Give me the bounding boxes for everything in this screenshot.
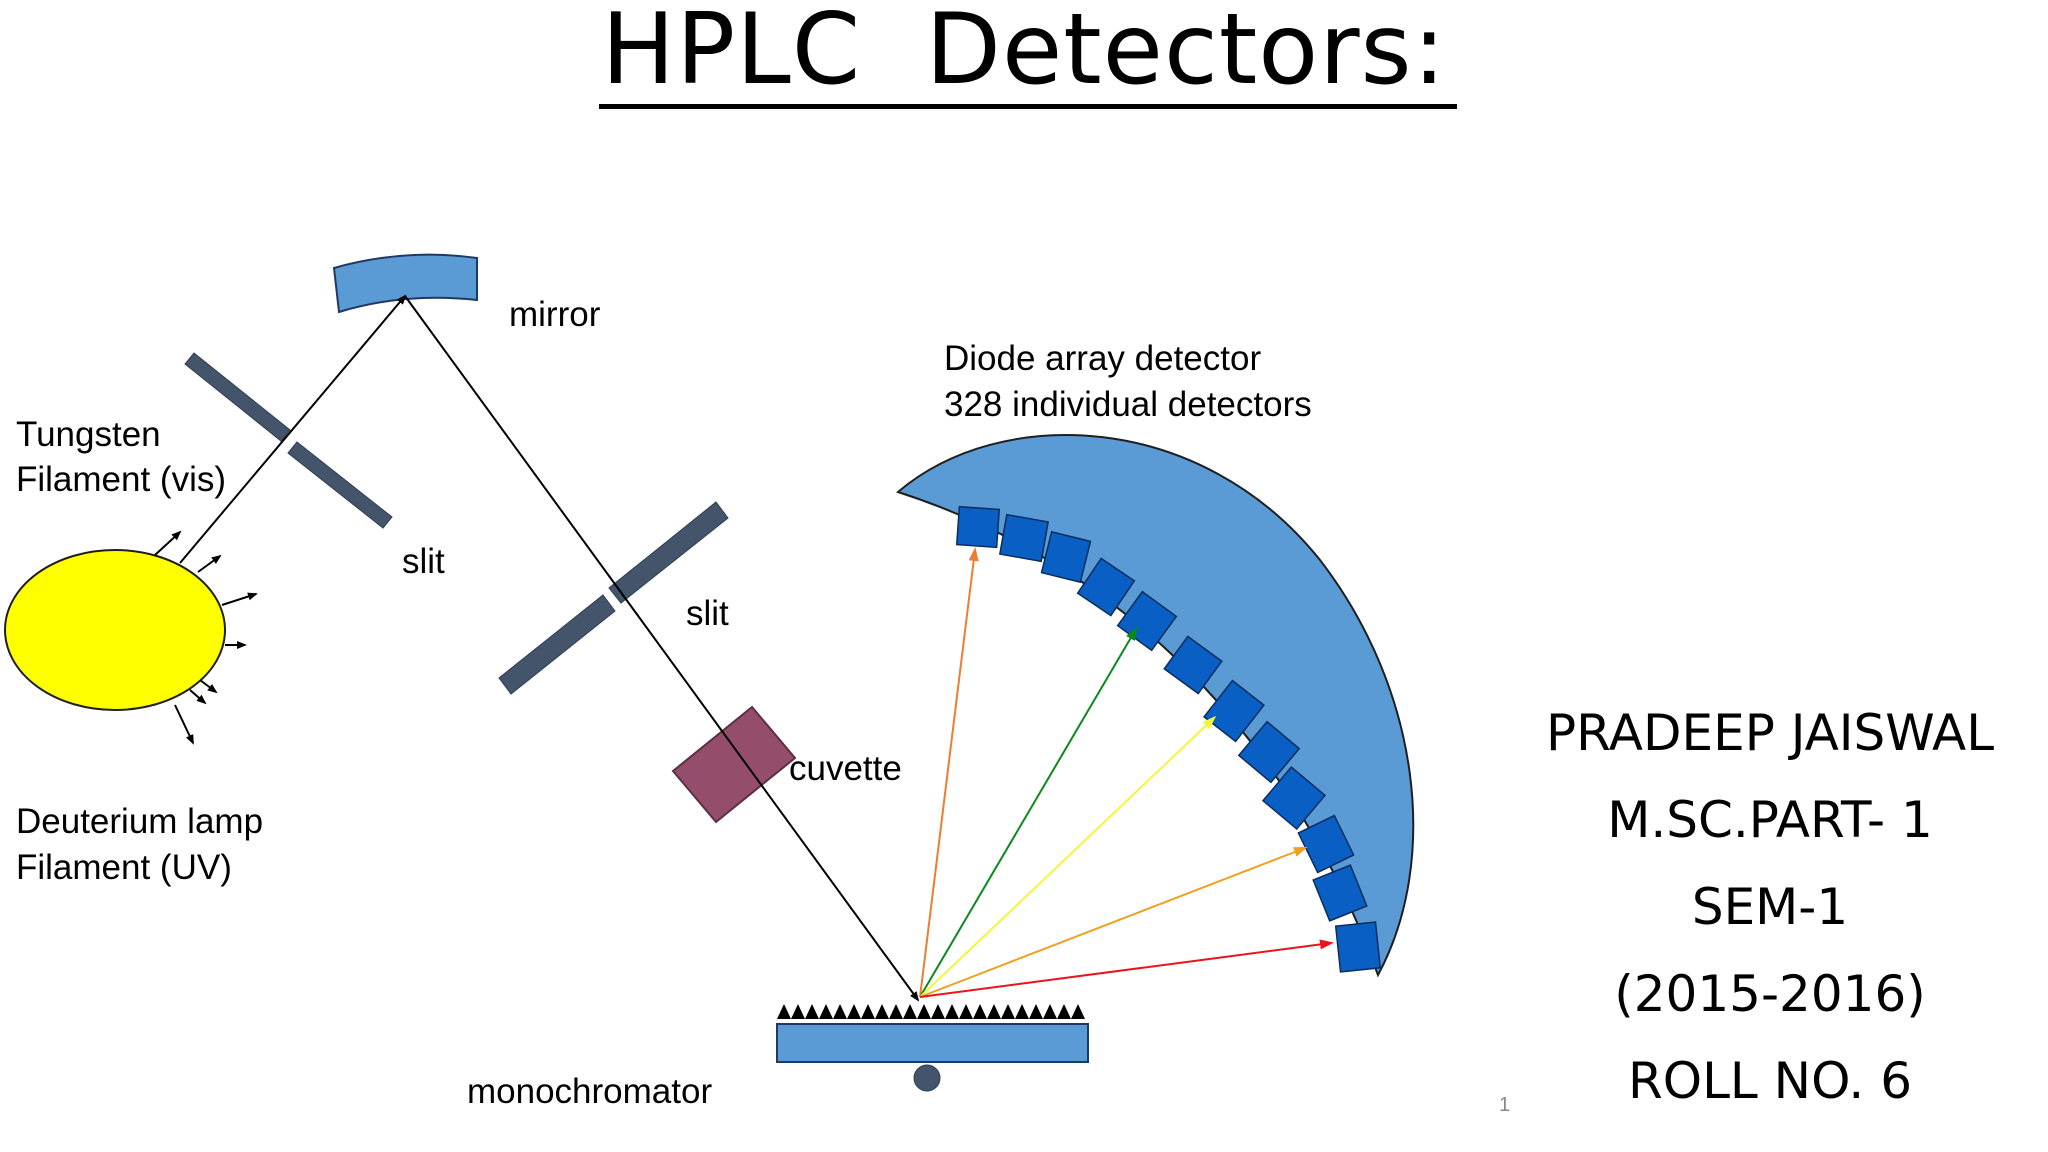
author-block: PRADEEP JAISWAL M.SC.PART- 1 SEM-1 (2015… (1500, 690, 2040, 1125)
emission-arrow (221, 592, 258, 606)
slit-1 (184, 352, 393, 529)
title-text: HPLC Detectors: (601, 0, 1447, 107)
diode-element (1040, 530, 1092, 584)
label-deuterium-line2: Filament (UV) (16, 848, 232, 887)
page-number: 1 (1499, 1094, 1511, 1116)
diode-element (1334, 921, 1382, 973)
diode-element (1237, 720, 1301, 784)
diode-element (1203, 679, 1265, 743)
label-detector-line2: 328 individual detectors (944, 385, 1312, 424)
grating-teeth (777, 1004, 1085, 1019)
diode-element (1297, 814, 1355, 874)
diode-element (955, 505, 1001, 549)
author-name: PRADEEP JAISWAL (1545, 704, 1995, 762)
ray-red (919, 939, 1334, 998)
author-semester: SEM-1 (1691, 878, 1849, 936)
ray-yellow (919, 715, 1217, 998)
grating-pivot (913, 1064, 941, 1092)
diode-element (1163, 635, 1223, 695)
diode-element (998, 513, 1050, 563)
diode-element (1076, 557, 1136, 617)
lamp-emission-arrows (154, 530, 258, 745)
monochromator (776, 1004, 1089, 1092)
slit-1-bar-lower (287, 441, 393, 529)
author-year: (2015-2016) (1614, 965, 1926, 1023)
label-slit-2: slit (686, 594, 729, 633)
diode-element (1312, 864, 1368, 922)
lamp (4, 549, 226, 711)
label-monochromator: monochromator (467, 1072, 712, 1111)
emission-arrow (189, 689, 207, 705)
label-tungsten-line2: Filament (vis) (16, 460, 226, 499)
label-slit-1: slit (402, 542, 445, 581)
label-cuvette: cuvette (789, 749, 902, 788)
cuvette (671, 705, 797, 824)
slit-2-bar-lower (498, 594, 616, 695)
ray-amber (919, 846, 1308, 998)
light-path-to-mirror (179, 294, 407, 564)
mirror (332, 253, 478, 314)
label-tungsten-line1: Tungsten (16, 415, 161, 454)
dispersed-rays (919, 547, 1334, 998)
label-deuterium-line1: Deuterium lamp (16, 802, 263, 841)
slit-2-bar-upper (608, 501, 729, 604)
emission-arrow (199, 679, 218, 694)
label-mirror: mirror (509, 295, 601, 334)
author-roll: ROLL NO. 6 (1627, 1052, 1913, 1110)
author-course: M.SC.PART- 1 (1607, 791, 1933, 849)
title-underline (599, 104, 1457, 109)
emission-arrow (154, 530, 182, 556)
diode-array (955, 505, 1382, 973)
label-detector-line1: Diode array detector (944, 339, 1261, 378)
emission-arrow (197, 554, 222, 573)
page-title: HPLC Detectors: (0, 0, 2048, 112)
slit-2 (498, 501, 729, 695)
diode-array-housing (895, 434, 1415, 978)
ray-green (919, 626, 1138, 998)
diode-element (1261, 765, 1327, 831)
ray-orange (919, 547, 979, 998)
grating-base (776, 1023, 1089, 1063)
light-path-to-grating (404, 295, 920, 1002)
emission-arrow (174, 704, 194, 745)
slit-1-bar-upper (184, 352, 291, 442)
